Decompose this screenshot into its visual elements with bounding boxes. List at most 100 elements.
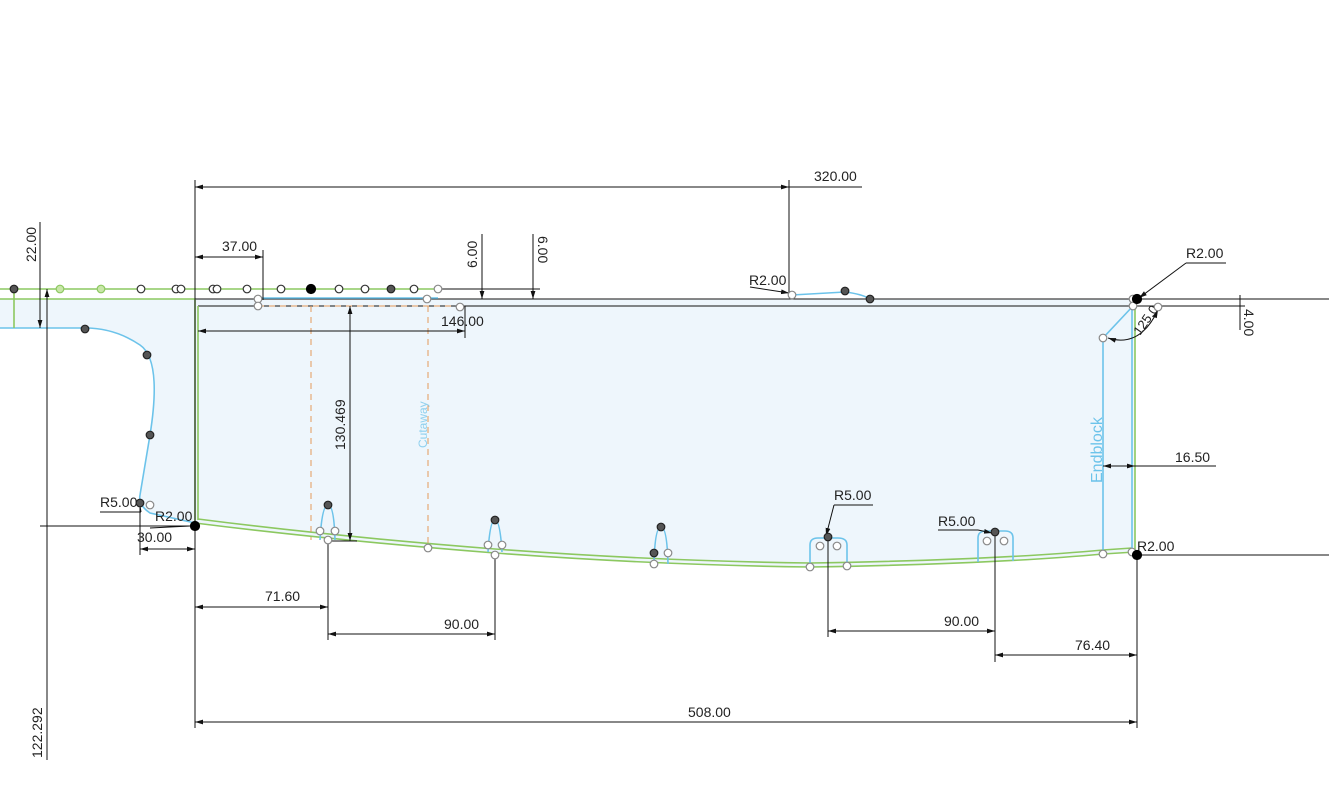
sketch-point[interactable] [663, 548, 673, 558]
sketch-point[interactable] [323, 500, 333, 510]
dim-6-b[interactable]: 6.00 [530, 234, 551, 299]
svg-text:R2.00: R2.00 [155, 508, 193, 524]
sketch-point[interactable] [1098, 333, 1108, 343]
svg-text:122.292: 122.292 [29, 707, 45, 758]
svg-text:4.00: 4.00 [1241, 309, 1257, 336]
dim-22[interactable]: 22.00 [23, 222, 43, 328]
dim-90-right[interactable]: 90.00 [827, 535, 996, 662]
top-fillet-bump[interactable] [791, 291, 871, 300]
sketch-point[interactable] [242, 284, 252, 294]
dim-146[interactable]: 146.00 [198, 306, 484, 338]
sketch-point[interactable] [315, 526, 325, 536]
sketch-point[interactable] [360, 284, 370, 294]
sketch-point[interactable] [490, 515, 500, 525]
sketch-point[interactable] [409, 284, 419, 294]
dim-r5-left[interactable]: R5.00 [100, 494, 142, 513]
sketch-point[interactable] [253, 301, 263, 311]
dim-r2-corner-top[interactable]: R2.00 [1138, 245, 1226, 299]
svg-text:71.60: 71.60 [265, 588, 300, 604]
sketch-point[interactable] [1131, 293, 1143, 305]
dim-122292[interactable]: 122.292 [29, 289, 195, 760]
sketch-point[interactable] [145, 500, 155, 510]
sketch-point[interactable] [323, 535, 333, 545]
sketch-point[interactable] [135, 498, 145, 508]
dim-320[interactable]: 320.00 [194, 168, 862, 728]
sketch-point[interactable] [832, 541, 842, 551]
dim-r2-top[interactable]: R2.00 [749, 272, 790, 295]
dim-130469[interactable]: 130.469 [325, 306, 357, 542]
sketch-point[interactable] [276, 284, 286, 294]
svg-text:R5.00: R5.00 [834, 487, 872, 503]
dim-90-left[interactable]: 90.00 [328, 555, 496, 640]
sketch-point[interactable] [823, 532, 833, 542]
sketch-point[interactable] [999, 536, 1009, 546]
sketch-point[interactable] [145, 430, 155, 440]
dim-4[interactable]: 4.00 [1135, 295, 1257, 336]
dim-71_6[interactable]: 71.60 [195, 540, 329, 640]
sketch-point[interactable] [136, 284, 146, 294]
sketch-point[interactable] [1131, 549, 1143, 561]
sketch-point[interactable] [865, 294, 875, 304]
svg-text:508.00: 508.00 [688, 704, 731, 720]
dim-r5-arch-1[interactable]: R5.00 [825, 487, 873, 537]
svg-text:R5.00: R5.00 [938, 513, 976, 529]
dim-30[interactable]: 30.00 [137, 505, 195, 555]
cutaway-label: Cutaway [416, 401, 430, 448]
dim-37[interactable]: 37.00 [195, 238, 264, 300]
sketch-point[interactable] [334, 284, 344, 294]
sketch-point[interactable] [212, 284, 222, 294]
sketch-point[interactable] [656, 522, 666, 532]
bottom-curve-inner[interactable] [197, 518, 1133, 564]
dim-508[interactable]: 508.00 [195, 704, 1137, 725]
svg-text:90.00: 90.00 [444, 616, 479, 632]
sketch-point[interactable] [815, 541, 825, 551]
sketch-point[interactable] [1153, 302, 1163, 312]
sketch-point[interactable] [842, 561, 852, 571]
sketch-point[interactable] [9, 284, 19, 294]
svg-text:R2.00: R2.00 [1186, 245, 1224, 261]
sketch-point[interactable] [787, 290, 797, 300]
svg-text:22.00: 22.00 [23, 227, 39, 262]
sketch-point[interactable] [497, 540, 507, 550]
sketch-point[interactable] [422, 294, 432, 304]
sketch-point[interactable] [649, 548, 659, 558]
sketch-point[interactable] [990, 527, 1000, 537]
svg-text:16.50: 16.50 [1175, 449, 1210, 465]
sketch-point[interactable] [142, 350, 152, 360]
dim-6-a[interactable]: 6.00 [464, 234, 485, 299]
sketch-point[interactable] [1098, 549, 1108, 559]
sketch-point[interactable] [305, 283, 317, 295]
dim-r2-corner-bottom[interactable]: R2.00 [1137, 538, 1329, 556]
svg-text:76.40: 76.40 [1075, 637, 1110, 653]
sketch-point[interactable] [433, 284, 443, 294]
svg-text:130.469: 130.469 [332, 399, 348, 450]
sketch-point[interactable] [176, 284, 186, 294]
profile-region[interactable] [0, 299, 1135, 567]
dim-r5-arch-2[interactable]: R5.00 [938, 513, 993, 534]
bottom-curve[interactable] [194, 522, 1136, 568]
sketch-point[interactable] [490, 550, 500, 560]
sketch-point[interactable] [1128, 301, 1138, 311]
sketch-point[interactable] [96, 284, 106, 294]
sketch-point[interactable] [55, 284, 65, 294]
svg-text:R2.00: R2.00 [1137, 538, 1175, 554]
dim-16_5[interactable]: 16.50 [1103, 449, 1216, 469]
sketch-point[interactable] [80, 324, 90, 334]
endblock-label: Endblock [1089, 416, 1106, 483]
dim-76_4[interactable]: 76.40 [995, 555, 1138, 728]
sketch-point[interactable] [982, 536, 992, 546]
sketch-point[interactable] [386, 284, 396, 294]
sketch-point[interactable] [423, 543, 433, 553]
svg-text:6.00: 6.00 [535, 236, 551, 263]
dim-r2-left[interactable]: R2.00 [149, 508, 193, 529]
sketch-point[interactable] [649, 559, 659, 569]
sketch-point[interactable] [483, 540, 493, 550]
sketch-point[interactable] [840, 286, 850, 296]
sketch-point[interactable] [455, 302, 465, 312]
sketch-point[interactable] [805, 562, 815, 572]
svg-text:6.00: 6.00 [464, 241, 480, 268]
sketch-points[interactable] [9, 283, 1163, 572]
sketch-point[interactable] [189, 520, 201, 532]
sketch-point[interactable] [330, 526, 340, 536]
